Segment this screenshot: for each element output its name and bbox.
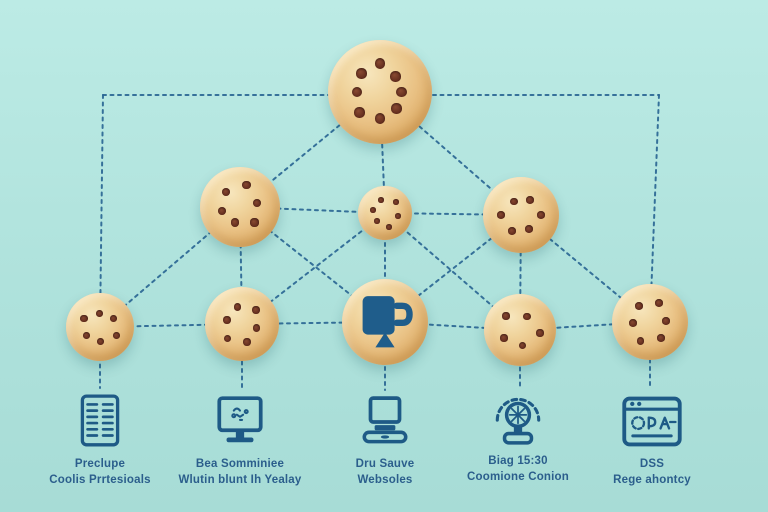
footer-label: Biag 15:30 Coomione Conion bbox=[467, 454, 569, 485]
chocolate-chip bbox=[95, 309, 104, 317]
chocolate-chip bbox=[80, 314, 88, 323]
mug-monitor-icon bbox=[353, 289, 417, 353]
laptop-icon bbox=[356, 388, 414, 450]
footer-label-line2: Wlutin blunt Ih Yealay bbox=[178, 473, 302, 486]
chocolate-chip bbox=[253, 198, 262, 208]
chocolate-chip bbox=[369, 206, 376, 213]
footer-label-line1: Dru Sauve bbox=[355, 458, 415, 470]
cookie-row3-5 bbox=[612, 284, 688, 360]
chocolate-chip bbox=[496, 210, 505, 219]
chocolate-chip bbox=[374, 57, 386, 69]
footer-label-line2: Rege ahontcy bbox=[613, 473, 691, 486]
chocolate-chip bbox=[231, 218, 240, 227]
chocolate-chip bbox=[500, 334, 508, 342]
footer-label: Preclupe Coolis Prrtesioals bbox=[49, 457, 150, 488]
gauge-icon bbox=[489, 385, 547, 447]
chocolate-chip bbox=[222, 316, 231, 324]
chocolate-chip bbox=[112, 332, 121, 340]
chocolate-chip bbox=[635, 302, 644, 311]
chocolate-chip bbox=[378, 196, 385, 203]
chocolate-chip bbox=[374, 217, 381, 224]
footer-item-3: Dru Sauve Websoles bbox=[300, 388, 470, 488]
document-list-icon bbox=[75, 388, 125, 450]
footer-label: Bea Somminiee Wlutin blunt Ih Yealay bbox=[178, 457, 301, 488]
footer-item-2: Bea Somminiee Wlutin blunt Ih Yealay bbox=[155, 388, 325, 488]
footer-label-line1: DSS bbox=[639, 458, 665, 470]
chocolate-chip bbox=[391, 103, 403, 115]
chocolate-chip bbox=[353, 107, 365, 119]
desktop-monitor-icon bbox=[211, 388, 269, 450]
cookie-mid-left bbox=[200, 167, 280, 247]
chocolate-chip bbox=[524, 225, 533, 234]
chocolate-chip bbox=[636, 337, 645, 346]
chocolate-chip bbox=[390, 70, 402, 82]
chocolate-chip bbox=[356, 68, 368, 80]
chocolate-chip bbox=[655, 299, 664, 308]
cookie-mid-small bbox=[358, 186, 412, 240]
connector-line bbox=[99, 94, 104, 328]
footer-label-line2: Websoles bbox=[357, 473, 413, 486]
chocolate-chip bbox=[242, 337, 251, 346]
chocolate-chip bbox=[250, 218, 259, 227]
browser-window-icon bbox=[620, 388, 684, 450]
chocolate-chip bbox=[223, 334, 232, 343]
chocolate-chip bbox=[523, 312, 531, 321]
footer-label-line1: Biag 15:30 bbox=[488, 455, 548, 467]
connector-line bbox=[384, 212, 521, 331]
chocolate-chip bbox=[385, 223, 392, 230]
chocolate-chip bbox=[252, 323, 261, 332]
footer-label: DSS Rege ahontcy bbox=[613, 457, 691, 488]
chocolate-chip bbox=[536, 329, 544, 337]
chocolate-chip bbox=[518, 341, 527, 350]
footer-label-line2: Coolis Prrtesioals bbox=[49, 473, 151, 486]
chocolate-chip bbox=[502, 312, 510, 320]
cookie-row3-4 bbox=[484, 294, 556, 366]
cookie-row3-mug bbox=[342, 279, 428, 365]
chocolate-chip bbox=[392, 198, 399, 205]
footer-label-line1: Bea Somminiee bbox=[195, 458, 285, 470]
chocolate-chip bbox=[233, 303, 242, 311]
chocolate-chip bbox=[536, 211, 545, 220]
footer-label: Dru Sauve Websoles bbox=[356, 457, 415, 488]
cookie-row3-1 bbox=[66, 293, 134, 361]
footer-item-1: Preclupe Coolis Prrtesioals bbox=[15, 388, 185, 488]
chocolate-chip bbox=[109, 315, 117, 323]
chocolate-chip bbox=[509, 197, 518, 206]
chocolate-chip bbox=[395, 86, 407, 98]
chocolate-chip bbox=[662, 316, 671, 325]
chocolate-chip bbox=[351, 86, 363, 98]
chocolate-chip bbox=[252, 306, 260, 314]
chocolate-chip bbox=[629, 319, 638, 328]
footer-item-4: Biag 15:30 Coomione Conion bbox=[433, 385, 603, 485]
cookie-mid-right bbox=[483, 177, 559, 253]
cookie-top bbox=[328, 40, 432, 144]
footer-label-line1: Preclupe bbox=[74, 458, 126, 470]
footer-item-5: DSS Rege ahontcy bbox=[567, 388, 737, 488]
cookie-row3-2 bbox=[205, 287, 279, 361]
chocolate-chip bbox=[374, 113, 386, 125]
chocolate-chip bbox=[507, 226, 516, 235]
chocolate-chip bbox=[242, 181, 251, 190]
chocolate-chip bbox=[526, 196, 534, 204]
chocolate-chip bbox=[217, 206, 227, 216]
chocolate-chip bbox=[96, 337, 105, 345]
footer-label-line2: Coomione Conion bbox=[466, 470, 569, 483]
chocolate-chip bbox=[221, 187, 231, 197]
chocolate-chip bbox=[82, 332, 90, 340]
chocolate-chip bbox=[394, 213, 401, 220]
chocolate-chip bbox=[656, 334, 665, 343]
connector-line bbox=[520, 214, 651, 323]
